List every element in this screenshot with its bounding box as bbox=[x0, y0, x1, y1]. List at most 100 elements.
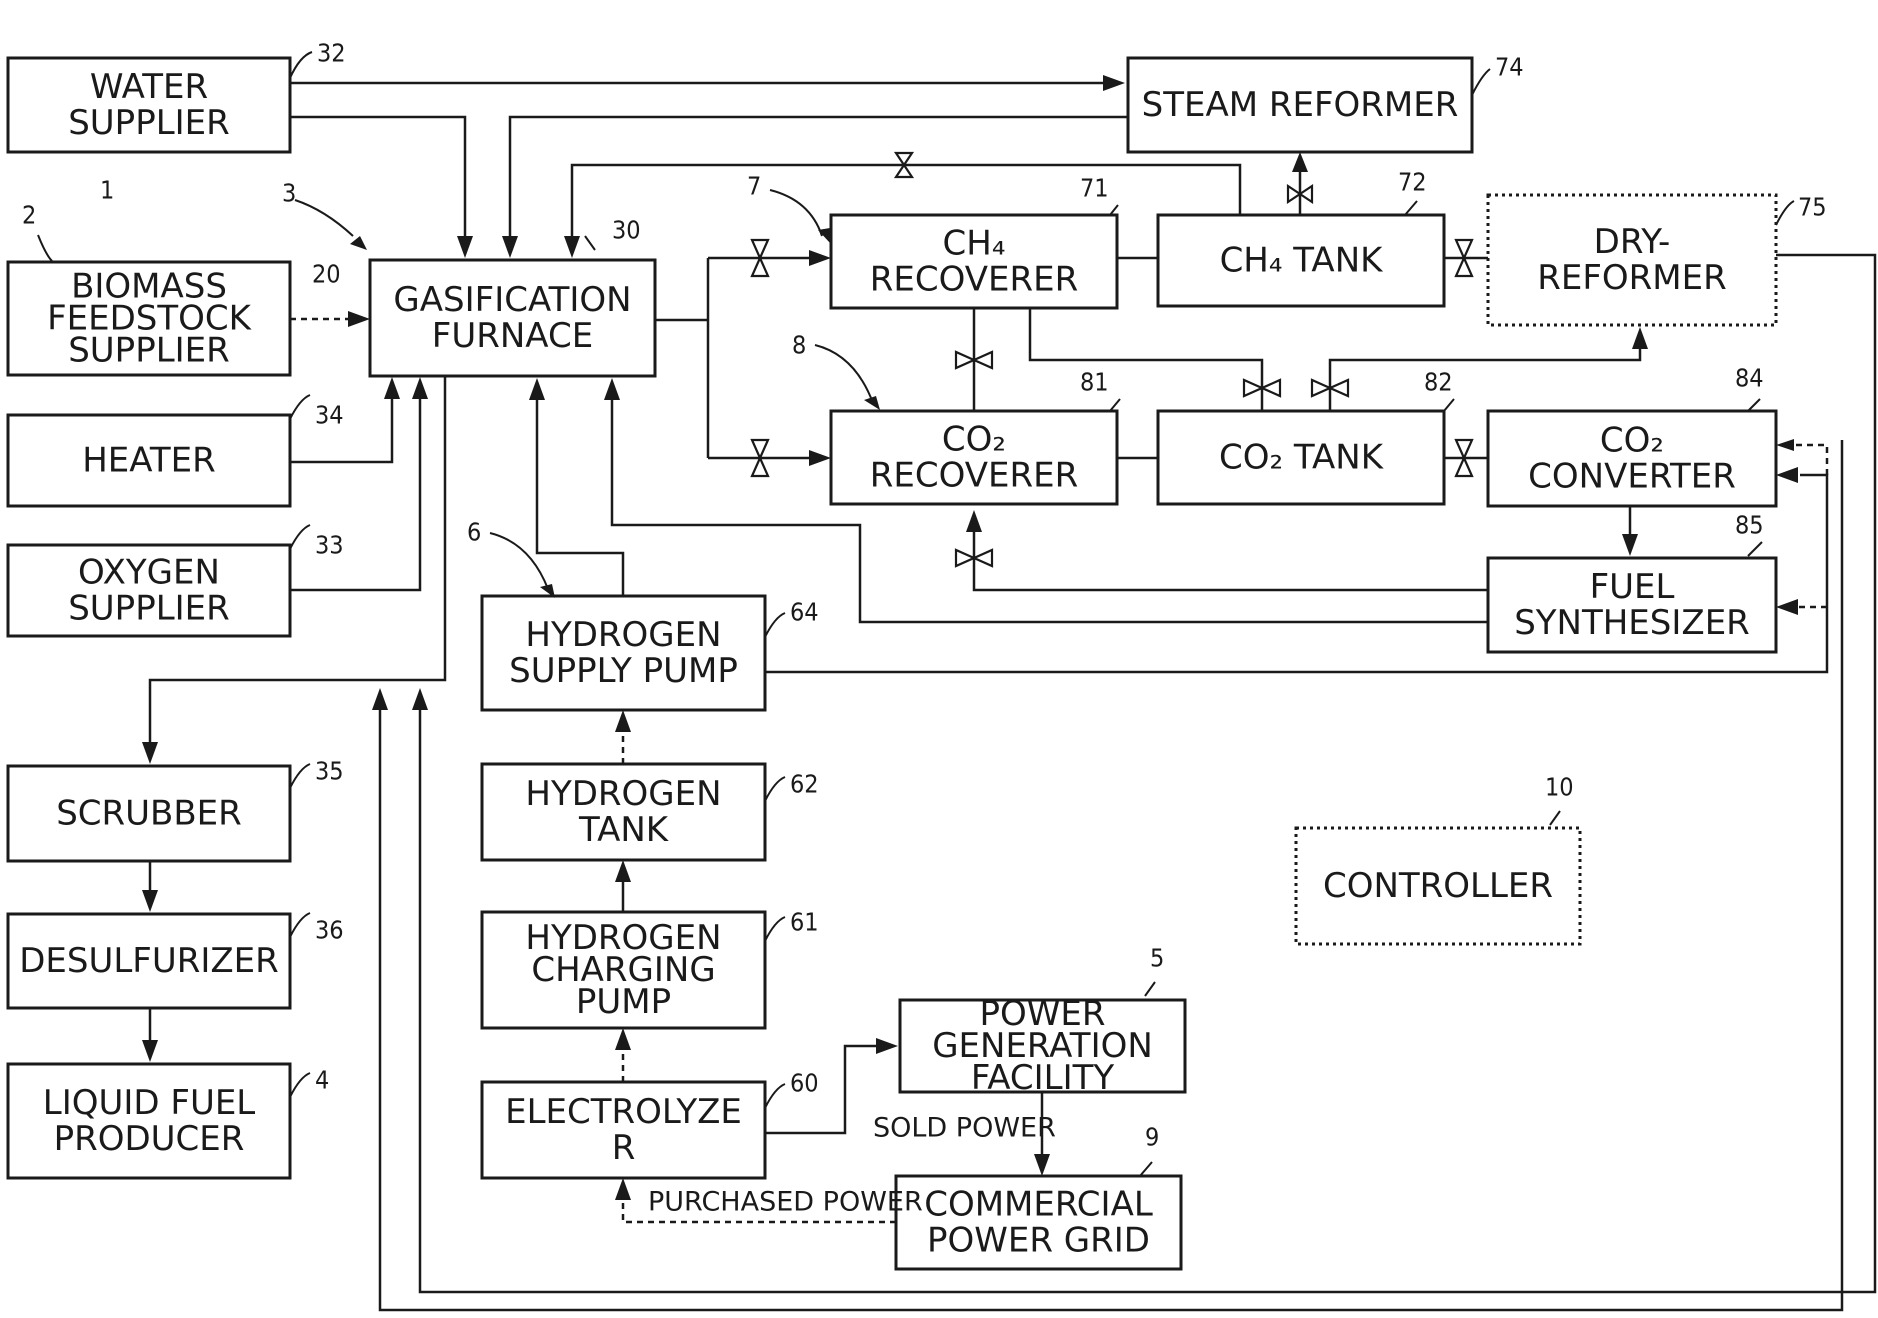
hydrogen-pump-to-furnace-line bbox=[537, 398, 623, 596]
ref-liquid-fuel-producer: 4 bbox=[315, 1066, 329, 1095]
ch4-recoverer-block[interactable]: CH₄RECOVERER bbox=[831, 215, 1117, 308]
arrowhead bbox=[809, 250, 831, 266]
dry-reformer-block[interactable]: DRY-REFORMER bbox=[1488, 195, 1776, 325]
purchased-power-label: PURCHASED POWER bbox=[648, 1187, 923, 1218]
ref-fuel-synthesizer: 85 bbox=[1735, 511, 1764, 540]
electrolyzer-block[interactable]: ELECTROLYZER bbox=[482, 1082, 765, 1178]
biomass-supplier-label-line: SUPPLIER bbox=[68, 331, 230, 371]
scrubber-block[interactable]: SCRUBBER bbox=[8, 766, 290, 861]
ref-controller: 10 bbox=[1545, 773, 1574, 802]
water-supplier-label-line: WATER bbox=[90, 67, 208, 107]
co2-converter-block[interactable]: CO₂CONVERTER bbox=[1488, 411, 1776, 506]
hydrogen-tank-label-line: HYDROGEN bbox=[525, 774, 721, 814]
arrowhead bbox=[142, 890, 158, 912]
ref-ch4-tank: 72 bbox=[1398, 168, 1427, 197]
hydrogen-supply-pump-label-line: HYDROGEN bbox=[525, 615, 721, 655]
controller-block[interactable]: CONTROLLER bbox=[1296, 828, 1580, 944]
leader-line bbox=[290, 395, 310, 419]
ref-desulfurizer: 36 bbox=[315, 916, 344, 945]
oxygen-supplier-label-line: OXYGEN bbox=[78, 553, 220, 593]
hydrogen-charging-pump-block[interactable]: HYDROGENCHARGINGPUMP bbox=[482, 912, 765, 1028]
fuel-synthesizer-block[interactable]: FUELSYNTHESIZER bbox=[1488, 558, 1776, 652]
co2-recoverer-block[interactable]: CO₂RECOVERER bbox=[831, 411, 1117, 504]
heater-block[interactable]: HEATER bbox=[8, 415, 290, 506]
liquid-fuel-producer-block[interactable]: LIQUID FUELPRODUCER bbox=[8, 1064, 290, 1178]
ref-oxygen-supplier: 33 bbox=[315, 531, 344, 560]
arrowhead bbox=[615, 860, 631, 882]
ref-water-supplier: 32 bbox=[317, 39, 346, 68]
commercial-power-grid-block[interactable]: COMMERCIALPOWER GRID bbox=[896, 1176, 1181, 1269]
water-to-furnace-line bbox=[290, 117, 465, 240]
arrowhead bbox=[1103, 75, 1125, 91]
arrowhead bbox=[1776, 599, 1798, 615]
leader-line bbox=[1472, 69, 1490, 95]
oxygen-to-furnace-line bbox=[290, 395, 420, 590]
ref-ch4-recoverer: 71 bbox=[1080, 174, 1109, 203]
desulfurizer-block[interactable]: DESULFURIZER bbox=[8, 914, 290, 1008]
hydrogen-supply-pump-label-line: SUPPLY PUMP bbox=[509, 651, 738, 691]
leader-line bbox=[290, 52, 312, 78]
ref-dry-reformer: 75 bbox=[1798, 193, 1827, 222]
ref-hydrogen-charging-pump: 61 bbox=[790, 908, 819, 937]
hydrogen-charging-pump-label-line: PUMP bbox=[576, 982, 671, 1022]
arrowhead bbox=[350, 236, 367, 250]
ch4-tank-label-line: CH₄ TANK bbox=[1220, 241, 1385, 281]
leader-line bbox=[295, 200, 353, 236]
co2-recoverer-label-line: CO₂ bbox=[942, 420, 1006, 460]
leader-line bbox=[38, 235, 52, 261]
liquid-fuel-producer-label-line: PRODUCER bbox=[54, 1119, 245, 1159]
leader-line bbox=[1444, 399, 1454, 411]
leader-line bbox=[1140, 1162, 1152, 1176]
ref-gasification-unit: 3 bbox=[282, 179, 296, 208]
hydrogen-supply-pump-block[interactable]: HYDROGENSUPPLY PUMP bbox=[482, 596, 765, 710]
leader-line bbox=[815, 345, 873, 403]
arrowhead bbox=[615, 1028, 631, 1050]
ref-gasification-furnace: 30 bbox=[612, 216, 641, 245]
leader-line bbox=[490, 533, 548, 589]
blocks: WATERSUPPLIERBIOMASSFEEDSTOCKSUPPLIERHEA… bbox=[8, 58, 1776, 1269]
arrowhead bbox=[412, 377, 428, 399]
power-generation-facility-block[interactable]: POWERGENERATIONFACILITY bbox=[900, 994, 1185, 1098]
arrowhead bbox=[604, 378, 620, 400]
power-generation-facility-label-line: FACILITY bbox=[971, 1058, 1115, 1098]
fuel-synthesizer-label-line: SYNTHESIZER bbox=[1514, 603, 1750, 643]
arrowhead bbox=[864, 396, 880, 410]
ch4-tank-block[interactable]: CH₄ TANK bbox=[1158, 215, 1444, 306]
hydrogen-tank-block[interactable]: HYDROGENTANK bbox=[482, 764, 765, 860]
ref-methane-unit: 7 bbox=[747, 172, 761, 201]
ch4-recoverer-to-co2-tank-line bbox=[1030, 308, 1262, 411]
steam-reformer-block[interactable]: STEAM REFORMER bbox=[1128, 58, 1472, 152]
leader-line bbox=[765, 917, 785, 941]
biomass-supplier-block[interactable]: BIOMASSFEEDSTOCKSUPPLIER bbox=[8, 262, 290, 375]
gasification-furnace-block[interactable]: GASIFICATIONFURNACE bbox=[370, 260, 655, 376]
arrowhead bbox=[966, 510, 982, 532]
leader-line bbox=[770, 190, 822, 236]
sold-power-label: SOLD POWER bbox=[873, 1113, 1056, 1144]
co2-tank-label-line: CO₂ TANK bbox=[1219, 438, 1385, 478]
arrowhead bbox=[372, 688, 388, 710]
ref-system: 1 bbox=[100, 176, 114, 205]
arrowhead bbox=[142, 742, 158, 764]
electrolyzer-label-line: R bbox=[612, 1128, 636, 1168]
co2-converter-label-line: CO₂ bbox=[1600, 421, 1664, 461]
leader-line bbox=[765, 1084, 785, 1108]
scrubber-label-line: SCRUBBER bbox=[56, 794, 242, 834]
leader-line bbox=[1145, 982, 1155, 996]
leader-line bbox=[1748, 399, 1760, 411]
water-supplier-block[interactable]: WATERSUPPLIER bbox=[8, 58, 290, 152]
ref-power-generation-facility: 5 bbox=[1150, 944, 1164, 973]
arrowhead bbox=[564, 236, 580, 258]
arrowhead bbox=[348, 311, 370, 327]
leader-line bbox=[290, 525, 310, 549]
co2-tank-block[interactable]: CO₂ TANK bbox=[1158, 411, 1444, 504]
arrowhead bbox=[809, 450, 831, 466]
ref-co2-tank: 82 bbox=[1424, 368, 1453, 397]
liquid-fuel-producer-label-line: LIQUID FUEL bbox=[43, 1083, 256, 1123]
leader-line bbox=[1776, 201, 1794, 225]
ref-biomass-feed: 20 bbox=[312, 260, 341, 289]
leader-line bbox=[1748, 542, 1762, 556]
ch4-recoverer-label-line: CH₄ bbox=[943, 224, 1006, 264]
ref-hydrogen-unit: 6 bbox=[467, 518, 481, 547]
oxygen-supplier-block[interactable]: OXYGENSUPPLIER bbox=[8, 545, 290, 636]
